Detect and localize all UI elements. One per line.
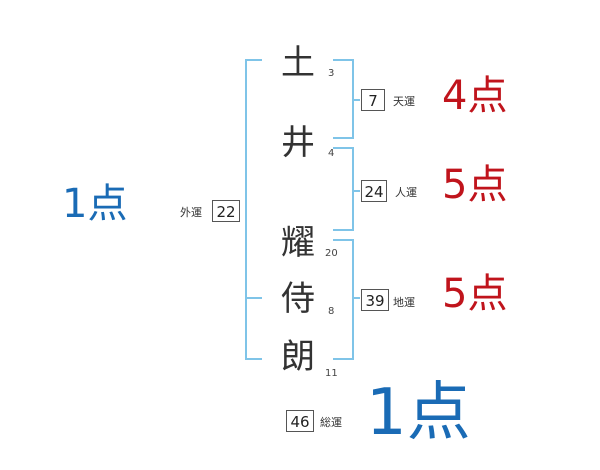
- name-char-5: 朗: [281, 337, 315, 377]
- stroke-count-2: 4: [328, 148, 335, 159]
- gaiun-score: 1点: [62, 181, 128, 227]
- souun-label: 総運: [320, 416, 342, 429]
- tenun-value-box: 7: [361, 89, 385, 111]
- chiun-value-box: 39: [361, 289, 389, 311]
- gaiun-bracket: [245, 59, 262, 360]
- name-char-2: 井: [281, 123, 315, 163]
- stroke-count-1: 3: [328, 68, 335, 79]
- name-char-4: 侍: [281, 279, 315, 319]
- tenun-score: 4点: [442, 73, 508, 119]
- gaiun-label: 外運: [180, 206, 202, 219]
- name-char-1: 土: [281, 43, 315, 83]
- chiun-score: 5点: [442, 271, 508, 317]
- chiun-label: 地運: [393, 296, 415, 309]
- stroke-count-3: 20: [325, 248, 338, 259]
- souun-score: 1点: [366, 376, 471, 450]
- jinun-score: 5点: [442, 162, 508, 208]
- stroke-count-5: 11: [325, 368, 338, 379]
- jinun-value-box: 24: [361, 180, 387, 202]
- souun-value-box: 46: [286, 410, 314, 432]
- gaiun-value-box: 22: [212, 200, 240, 222]
- tenun-bracket: [333, 59, 354, 139]
- tenun-label: 天運: [393, 95, 415, 108]
- chiun-bracket: [333, 239, 354, 360]
- jinun-bracket: [333, 147, 354, 231]
- stroke-count-4: 8: [328, 306, 335, 317]
- jinun-label: 人運: [395, 186, 417, 199]
- name-char-3: 耀: [281, 223, 315, 263]
